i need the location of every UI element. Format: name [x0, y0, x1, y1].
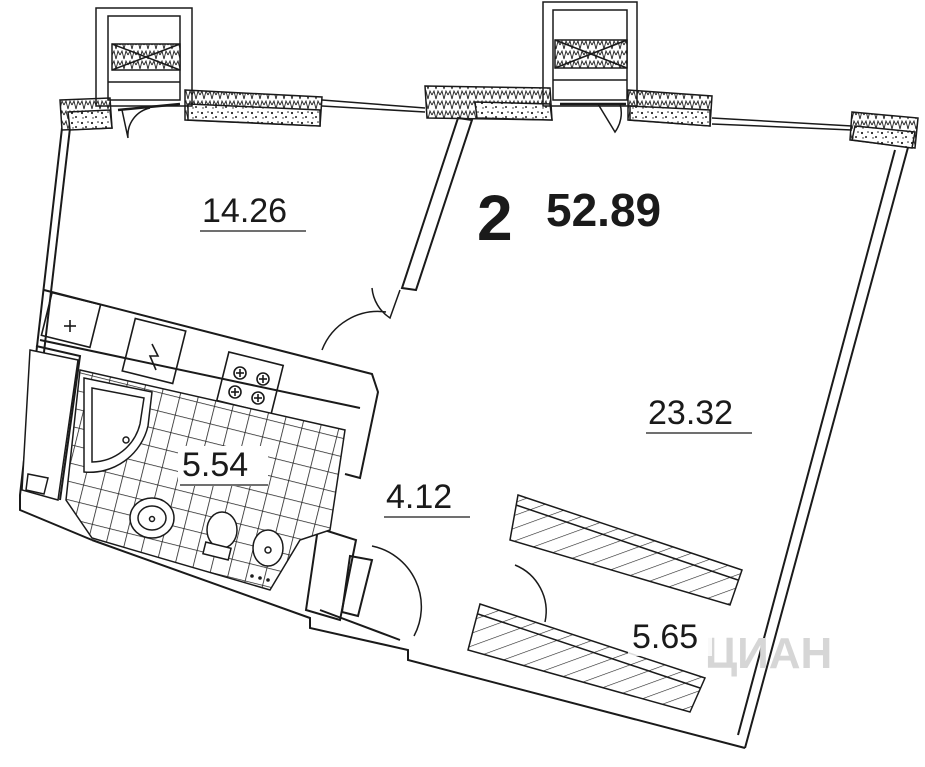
label-backdrop	[178, 446, 268, 486]
partition-bedroom-living	[400, 116, 474, 292]
bottom-wall-inner	[319, 609, 401, 641]
insulation-block	[184, 89, 323, 127]
drain-dots	[250, 574, 270, 582]
bathroom-wall	[35, 345, 82, 501]
balcony-right	[542, 1, 638, 134]
hallway-wall-2	[340, 554, 374, 618]
door-storage	[514, 564, 547, 623]
washbasin-icon	[129, 497, 175, 539]
insulation-block	[627, 89, 713, 127]
wardrobe-upper	[509, 494, 743, 606]
shower-tray-icon	[21, 349, 79, 501]
fridge-icon	[121, 317, 187, 385]
sink-icon	[40, 291, 102, 349]
door-bedroom	[371, 287, 401, 320]
hallway-wall	[304, 526, 358, 622]
kitchen-counter-edge	[39, 339, 361, 409]
bathtub-icon	[83, 377, 153, 474]
toilet-icon	[202, 511, 238, 561]
watermark-text: ЦИАН	[705, 629, 832, 678]
label-backdrop	[628, 620, 712, 656]
room-area-hallway: 4.12	[386, 478, 452, 516]
labels: 2 52.89 14.26 23.32 5.54 4.12 5.65	[178, 182, 752, 656]
bidet-icon	[252, 529, 284, 567]
wardrobes	[467, 494, 743, 713]
total-area-label: 52.89	[546, 184, 661, 236]
window-lines	[321, 99, 853, 131]
balcony-left	[95, 7, 193, 139]
facade-top	[59, 85, 919, 149]
room-area-bathroom: 5.54	[182, 446, 248, 484]
right-wall	[744, 139, 911, 749]
insulation-block	[849, 111, 919, 149]
door-entrance	[371, 545, 423, 637]
kitchen-back-wall	[43, 289, 380, 480]
insulation-block	[424, 85, 553, 121]
rooms-count-label: 2	[477, 182, 513, 254]
door-kitchen	[321, 310, 387, 351]
exterior-walls	[19, 127, 911, 749]
left-wall	[19, 127, 93, 541]
bottom-wall	[91, 539, 746, 749]
interior-walls	[35, 116, 474, 622]
room-area-bedroom: 14.26	[202, 192, 287, 230]
insulation-block	[59, 97, 113, 131]
room-area-living: 23.32	[648, 394, 733, 432]
room-area-storage: 5.65	[632, 618, 698, 656]
right-wall-inner	[737, 149, 896, 736]
